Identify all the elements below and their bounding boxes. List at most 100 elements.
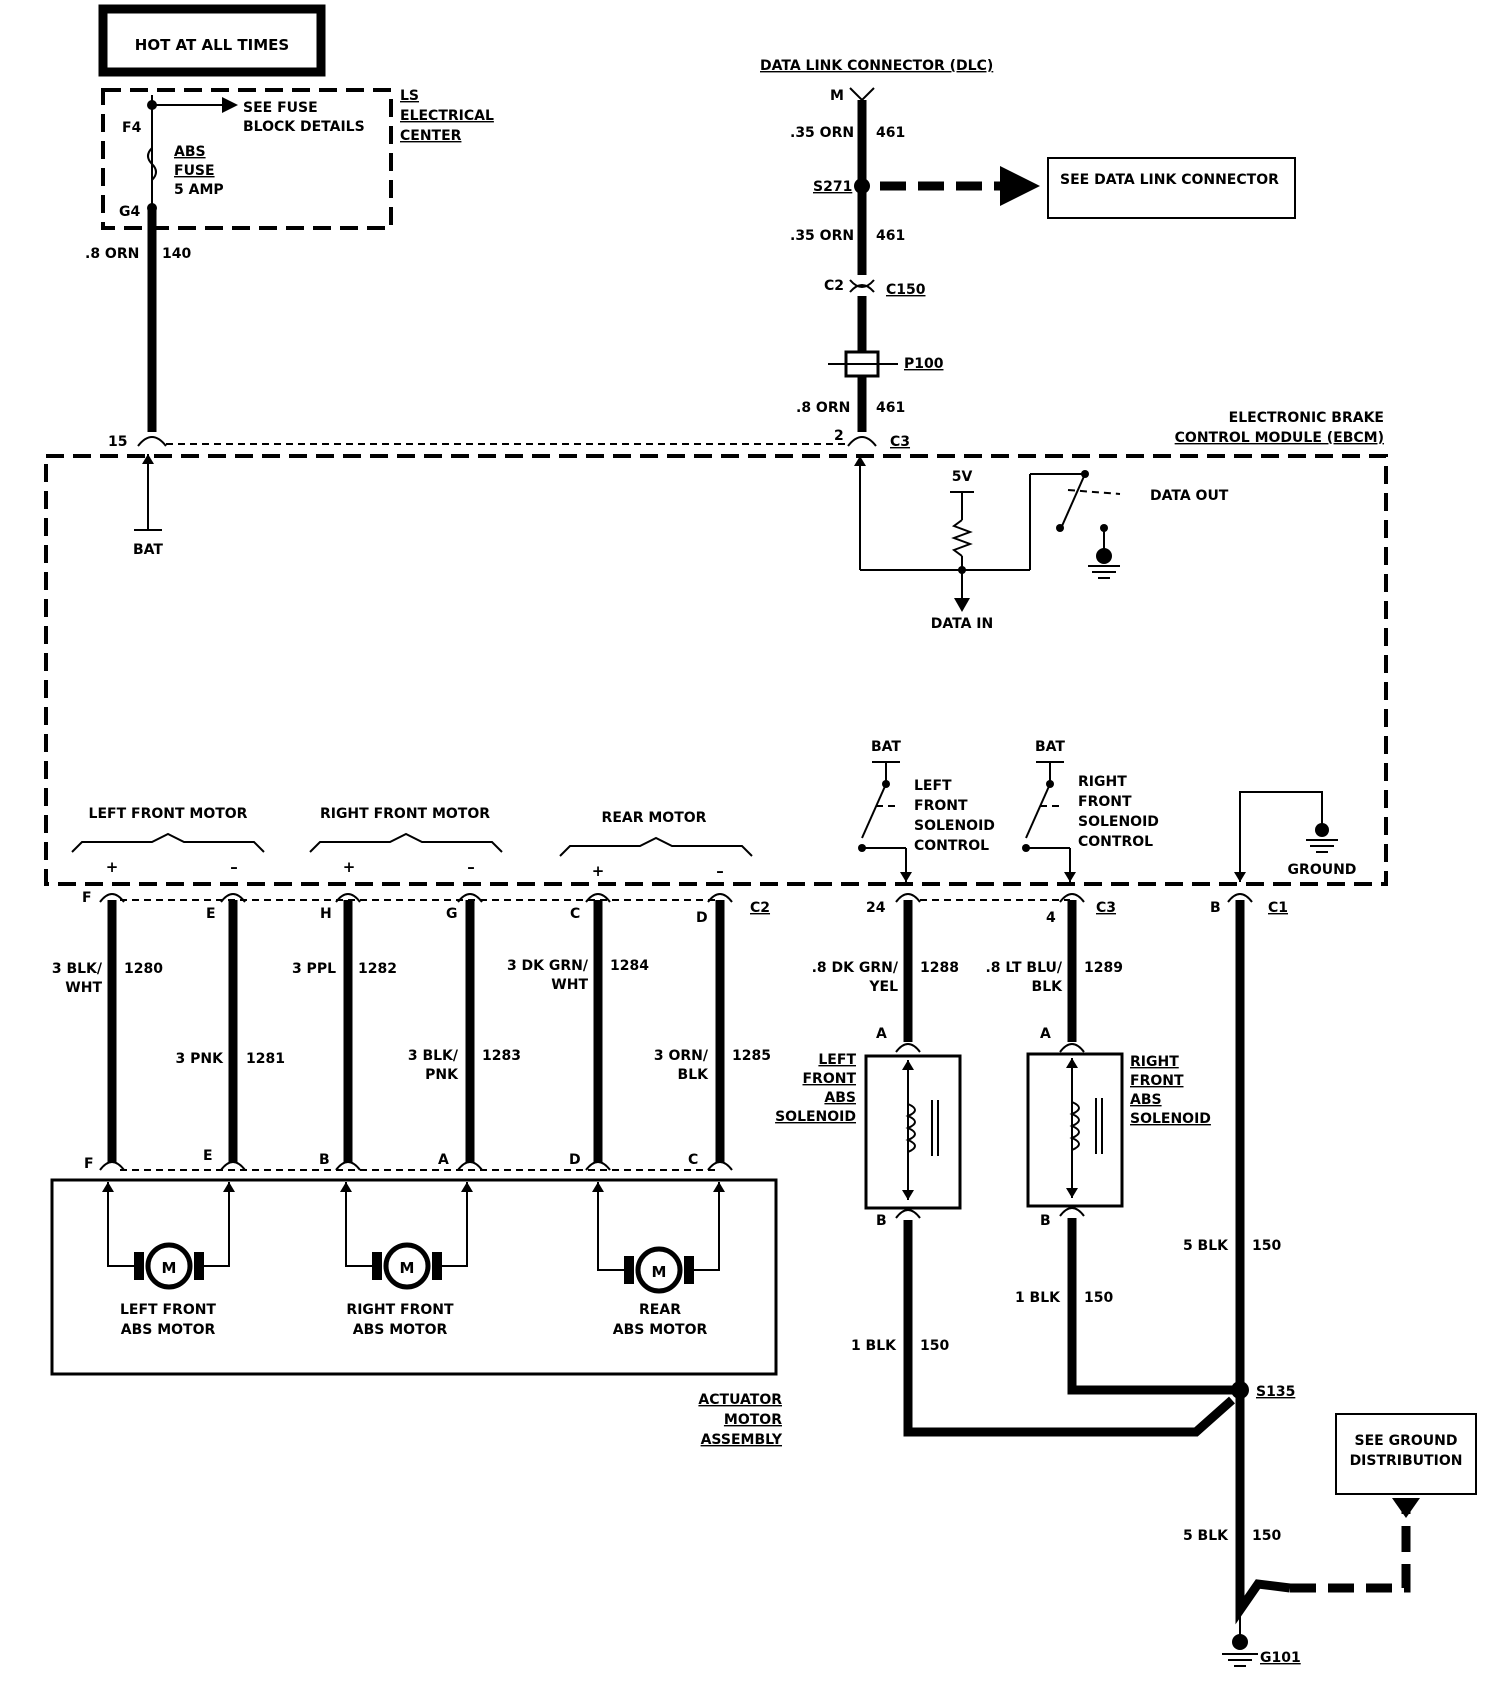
wire-1284-circuit: 1284 bbox=[610, 958, 649, 974]
pin-g4: G4 bbox=[119, 204, 140, 220]
wire-1280-top-pin: F bbox=[82, 890, 92, 906]
fuse-label-2: FUSE bbox=[174, 163, 215, 179]
ebcm-title-1: ELECTRONIC BRAKE bbox=[1229, 410, 1384, 426]
actuator-name-3: ASSEMBLY bbox=[701, 1432, 783, 1448]
lf-plus: + bbox=[106, 858, 119, 876]
ground-pin-b: B bbox=[1210, 900, 1221, 916]
rear-motor-label-1: REAR bbox=[639, 1302, 681, 1318]
lf-solenoid-pin-b: B bbox=[876, 1213, 887, 1229]
lf-solenoid-pin-a: A bbox=[876, 1026, 887, 1042]
wire-1280-gauge-1: 3 BLK/ bbox=[52, 961, 103, 977]
lf-solenoid-name-3: ABS bbox=[824, 1090, 856, 1106]
wire-1280-circuit: 1280 bbox=[124, 961, 163, 977]
ground-wire1-circuit: 150 bbox=[1252, 1238, 1281, 1254]
lf-solenoid-control-1: LEFT bbox=[914, 778, 952, 794]
lf-solenoid-gnd-gauge: 1 BLK bbox=[851, 1338, 897, 1354]
lf-motor-m: M bbox=[162, 1259, 177, 1277]
rear-plus: + bbox=[592, 862, 605, 880]
lf-solenoid-pin: 24 bbox=[866, 900, 886, 916]
wire-1284-top-pin: C bbox=[570, 906, 580, 922]
wire-1281-bottom-pin: E bbox=[203, 1148, 213, 1164]
wire-1284-gauge-1: 3 DK GRN/ bbox=[507, 958, 589, 974]
see-ground-distribution-box bbox=[1335, 1413, 1477, 1495]
ebcm-pin-2: 2 bbox=[834, 428, 844, 444]
wire-1283-top-pin: G bbox=[446, 906, 458, 922]
pin-f4: F4 bbox=[122, 120, 142, 136]
see-data-link-box bbox=[1047, 157, 1296, 219]
rear-minus: – bbox=[716, 862, 724, 880]
actuator-motor-assembly: M LEFT FRONT ABS MOTOR M RIGHT FRONT ABS… bbox=[50, 1178, 783, 1448]
rf-solenoid-circuit: 1289 bbox=[1084, 960, 1123, 976]
wire-1283-circuit: 1283 bbox=[482, 1048, 521, 1064]
motor-connector-c2-label: C2 bbox=[750, 900, 770, 916]
bat-wire-circuit: 140 bbox=[162, 246, 191, 262]
see-fuse-label: SEE FUSE bbox=[243, 100, 318, 116]
dlc-title: DATA LINK CONNECTOR (DLC) bbox=[760, 58, 993, 74]
wire-1285-gauge-1: 3 ORN/ bbox=[654, 1048, 709, 1064]
motor-wire-1285: D 3 ORN/ BLK 1285 C bbox=[654, 893, 771, 1171]
connector-c150-label: C150 bbox=[886, 282, 926, 298]
right-front-motor-label: RIGHT FRONT MOTOR bbox=[320, 806, 490, 822]
wire-1282-circuit: 1282 bbox=[358, 961, 397, 977]
splice-s135-dot bbox=[1231, 1381, 1249, 1399]
ground-g101-icon bbox=[1232, 1634, 1248, 1650]
motor-wire-1283: G 3 BLK/ PNK 1283 A bbox=[408, 893, 521, 1171]
rf-solenoid-gnd-gauge: 1 BLK bbox=[1015, 1290, 1061, 1306]
bat-wire-pin: 15 bbox=[108, 434, 127, 450]
rf-solenoid-name-2: FRONT bbox=[1130, 1073, 1184, 1089]
wire-1284-bottom-pin: D bbox=[569, 1152, 581, 1168]
lf-solenoid-control-3: SOLENOID bbox=[914, 818, 995, 834]
rf-solenoid-pin: 4 bbox=[1046, 910, 1056, 926]
right-front-abs-motor: M RIGHT FRONT ABS MOTOR bbox=[340, 1182, 473, 1338]
lf-motor-label-2: ABS MOTOR bbox=[121, 1322, 216, 1338]
solenoid-c3-label: C3 bbox=[1096, 900, 1116, 916]
motor-wire-1284: C 3 DK GRN/ WHT 1284 D bbox=[507, 893, 649, 1171]
dlc-wire2-gauge: .35 ORN bbox=[790, 228, 854, 244]
ebcm-c3-label: C3 bbox=[890, 434, 910, 450]
wire-1280-gauge-2: WHT bbox=[65, 980, 102, 996]
data-link-circuit: DATA LINK CONNECTOR (DLC) M .35 ORN 461 … bbox=[760, 58, 1296, 450]
block-details-label: BLOCK DETAILS bbox=[243, 119, 365, 135]
lf-solenoid-gauge-2: YEL bbox=[868, 979, 898, 995]
rf-solenoid-pin-b: B bbox=[1040, 1213, 1051, 1229]
bat-label-left: BAT bbox=[871, 739, 901, 755]
solenoid-coil-icon bbox=[1069, 1101, 1080, 1151]
see-ground-label-1: SEE GROUND bbox=[1355, 1433, 1458, 1449]
rf-solenoid-control-3: SOLENOID bbox=[1078, 814, 1159, 830]
dlc-wire1-gauge: .35 ORN bbox=[790, 125, 854, 141]
ground-c1-label: C1 bbox=[1268, 900, 1288, 916]
wire-1285-circuit: 1285 bbox=[732, 1048, 771, 1064]
right-front-abs-solenoid bbox=[1026, 1052, 1124, 1208]
wire-1284-gauge-2: WHT bbox=[551, 977, 588, 993]
rf-solenoid-switch bbox=[1025, 783, 1051, 839]
rf-solenoid-name-4: SOLENOID bbox=[1130, 1111, 1211, 1127]
bat-wire-gauge: .8 ORN bbox=[85, 246, 139, 262]
rf-minus: – bbox=[467, 858, 475, 876]
electrical-center-label-1: LS bbox=[400, 88, 419, 104]
rear-motor-m: M bbox=[652, 1263, 667, 1281]
ebcm-ground-label: GROUND bbox=[1288, 862, 1357, 878]
fuse-label-1: ABS bbox=[174, 144, 206, 160]
motor-wire-1281: E 3 PNK 1281 E bbox=[176, 893, 285, 1171]
see-data-link-label: SEE DATA LINK CONNECTOR bbox=[1060, 172, 1279, 188]
see-ground-label-2: DISTRIBUTION bbox=[1350, 1453, 1463, 1469]
lf-solenoid-name-4: SOLENOID bbox=[775, 1109, 856, 1125]
ground-circuit: B C1 5 BLK 150 S135 5 BLK 150 G101 SEE G… bbox=[1183, 893, 1477, 1667]
arrow-right-icon bbox=[222, 97, 238, 113]
motor-icon bbox=[383, 1242, 431, 1290]
ground-wire2-gauge: 5 BLK bbox=[1183, 1528, 1229, 1544]
rf-solenoid-name-1: RIGHT bbox=[1130, 1054, 1179, 1070]
rf-solenoid-control-1: RIGHT bbox=[1078, 774, 1127, 790]
lf-solenoid-switch bbox=[861, 783, 887, 839]
wire-1285-bottom-pin: C bbox=[688, 1152, 698, 1168]
dlc-wire1-circuit: 461 bbox=[876, 125, 905, 141]
lf-motor-label-1: LEFT FRONT bbox=[120, 1302, 216, 1318]
rear-motor-label: REAR MOTOR bbox=[602, 810, 707, 826]
dlc-wire3-gauge: .8 ORN bbox=[796, 400, 850, 416]
wire-1281-top-pin: E bbox=[206, 906, 216, 922]
dlc-pin-m: M bbox=[830, 88, 844, 104]
lf-solenoid-control-2: FRONT bbox=[914, 798, 968, 814]
lf-solenoid-control-4: CONTROL bbox=[914, 838, 989, 854]
arrow-down-icon bbox=[954, 598, 970, 612]
